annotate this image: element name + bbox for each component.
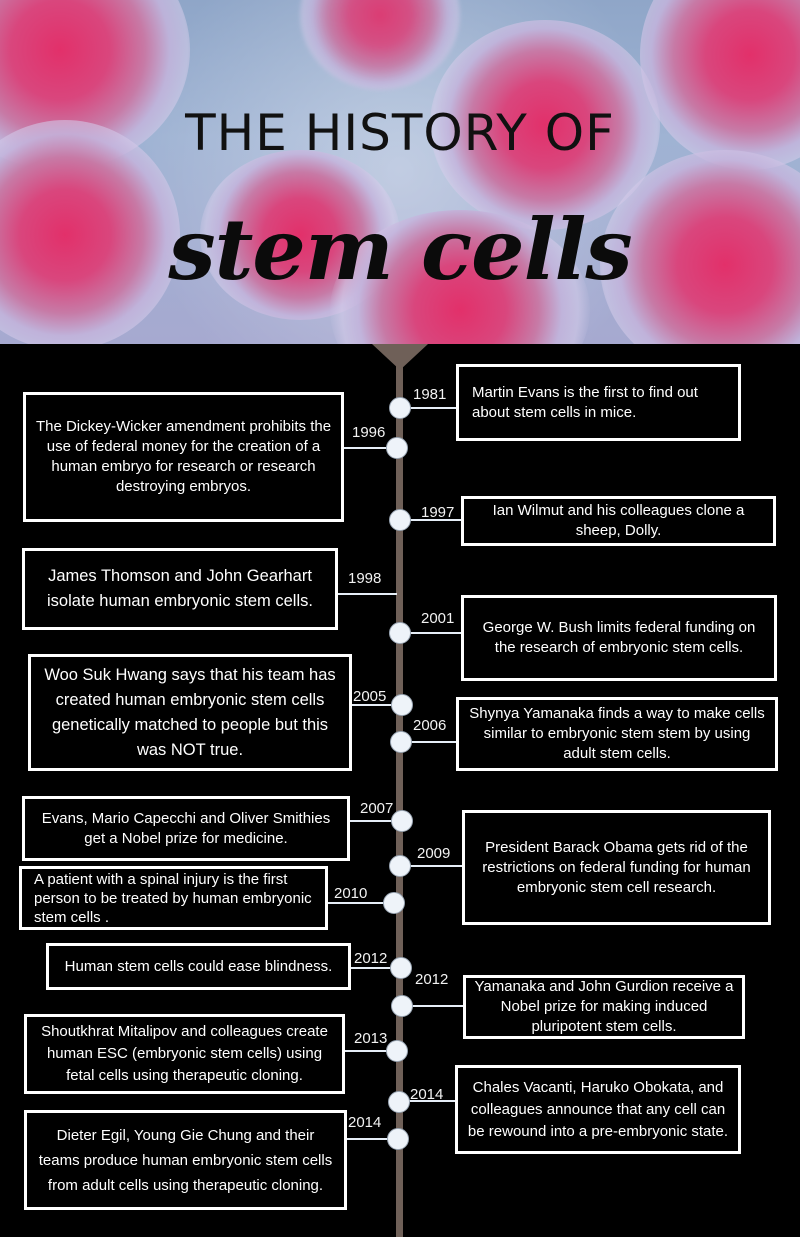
timeline-spine bbox=[396, 344, 403, 1237]
event-box: Ian Wilmut and his colleagues clone a sh… bbox=[461, 496, 776, 546]
connector bbox=[344, 1138, 394, 1140]
connector bbox=[342, 447, 392, 449]
timeline-dot bbox=[389, 509, 411, 531]
cell-image bbox=[430, 20, 660, 230]
title-script: stem cells bbox=[168, 200, 632, 299]
year-label: 2001 bbox=[421, 610, 455, 627]
timeline-dot bbox=[389, 397, 411, 419]
cell-image bbox=[0, 120, 180, 344]
connector bbox=[348, 704, 396, 706]
header-banner: THE HISTORY OF stem cells bbox=[0, 0, 800, 344]
year-label: 1998 bbox=[348, 570, 382, 587]
connector bbox=[348, 967, 396, 969]
year-label: 2010 bbox=[334, 885, 368, 902]
event-box: The Dickey-Wicker amendment prohibits th… bbox=[23, 392, 344, 522]
cell-image bbox=[300, 0, 460, 90]
connector bbox=[408, 741, 458, 743]
timeline-arrow bbox=[372, 344, 428, 370]
year-label: 2014 bbox=[410, 1086, 444, 1103]
timeline-dot bbox=[383, 892, 405, 914]
year-label: 2007 bbox=[360, 800, 394, 817]
event-box: Evans, Mario Capecchi and Oliver Smithie… bbox=[22, 796, 350, 861]
connector bbox=[408, 865, 464, 867]
year-label: 2013 bbox=[354, 1030, 388, 1047]
timeline-dot bbox=[387, 1128, 409, 1150]
timeline-dot bbox=[386, 437, 408, 459]
event-box: Yamanaka and John Gurdion receive a Nobe… bbox=[463, 975, 745, 1039]
connector bbox=[326, 902, 396, 904]
year-label: 2014 bbox=[348, 1114, 382, 1131]
title-top: THE HISTORY OF bbox=[185, 104, 615, 162]
year-label: 2005 bbox=[353, 688, 387, 705]
connector bbox=[408, 407, 458, 409]
event-box: Human stem cells could ease blindness. bbox=[46, 943, 351, 990]
timeline-dot bbox=[391, 694, 413, 716]
timeline-dot bbox=[390, 957, 412, 979]
year-label: 2009 bbox=[417, 845, 451, 862]
connector bbox=[335, 593, 397, 595]
timeline-dot bbox=[391, 810, 413, 832]
year-label: 2012 bbox=[415, 971, 449, 988]
event-box: George W. Bush limits federal funding on… bbox=[461, 595, 777, 681]
event-box: Shoutkhrat Mitalipov and colleagues crea… bbox=[24, 1014, 345, 1094]
event-box: Dieter Egil, Young Gie Chung and their t… bbox=[24, 1110, 347, 1210]
connector bbox=[405, 1100, 457, 1102]
timeline-dot bbox=[391, 995, 413, 1017]
year-label: 1996 bbox=[352, 424, 386, 441]
year-label: 2012 bbox=[354, 950, 388, 967]
event-box: James Thomson and John Gearhart isolate … bbox=[22, 548, 338, 630]
connector bbox=[408, 519, 464, 521]
connector bbox=[408, 1005, 466, 1007]
timeline-dot bbox=[389, 622, 411, 644]
year-label: 2006 bbox=[413, 717, 447, 734]
year-label: 1997 bbox=[421, 504, 455, 521]
year-label: 1981 bbox=[413, 386, 447, 403]
event-box: Woo Suk Hwang says that his team has cre… bbox=[28, 654, 352, 771]
event-box: A patient with a spinal injury is the fi… bbox=[19, 866, 328, 930]
timeline-dot bbox=[386, 1040, 408, 1062]
connector bbox=[348, 820, 396, 822]
connector bbox=[343, 1050, 393, 1052]
event-box: President Barack Obama gets rid of the r… bbox=[462, 810, 771, 925]
timeline-dot bbox=[390, 731, 412, 753]
timeline-dot bbox=[388, 1091, 410, 1113]
connector bbox=[408, 632, 464, 634]
event-box: Shynya Yamanaka finds a way to make cell… bbox=[456, 697, 778, 771]
event-box: Chales Vacanti, Haruko Obokata, and coll… bbox=[455, 1065, 741, 1154]
event-box: Martin Evans is the first to find out ab… bbox=[456, 364, 741, 441]
timeline-dot bbox=[389, 855, 411, 877]
